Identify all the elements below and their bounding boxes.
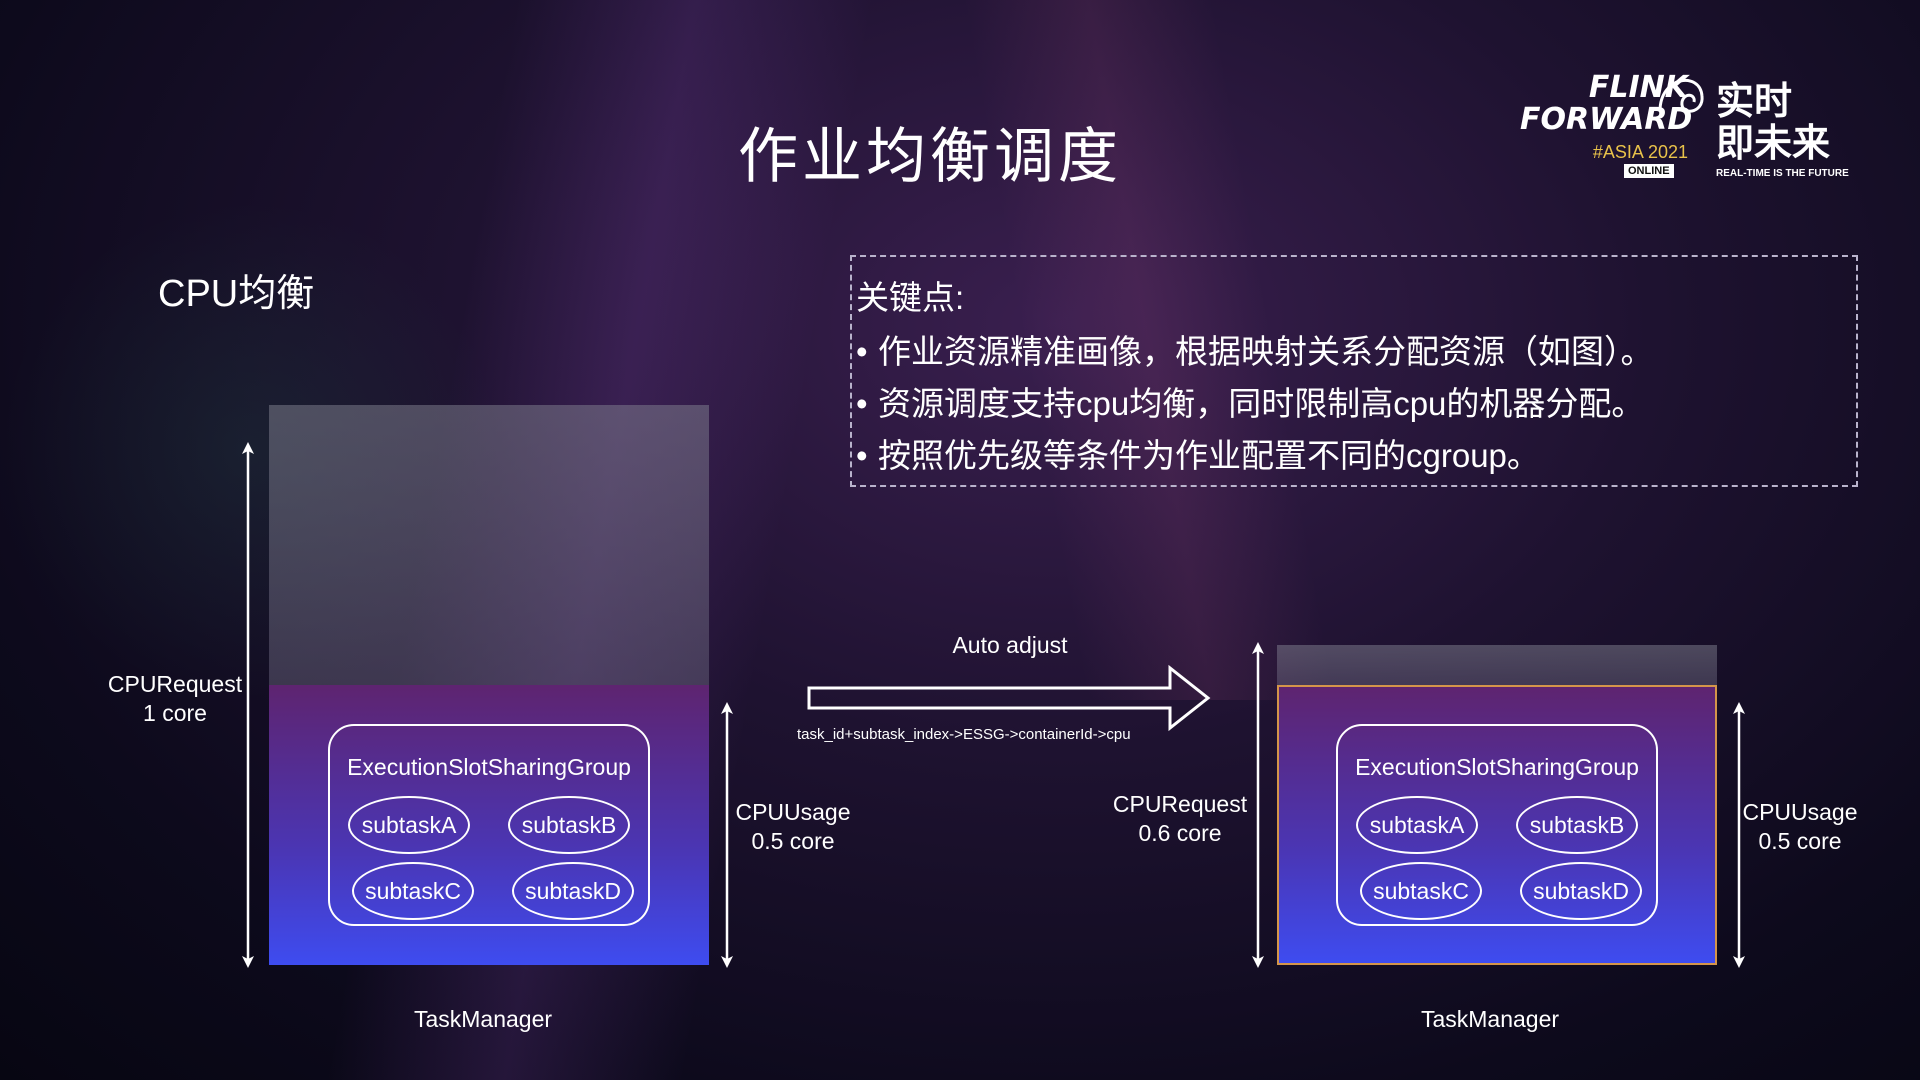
cpu-request-area	[269, 405, 709, 685]
key-point-item: •资源调度支持cpu均衡，同时限制高cpu的机器分配。	[856, 385, 1645, 422]
key-point-text: 资源调度支持cpu均衡，同时限制高cpu的机器分配。	[878, 385, 1645, 422]
cpu-usage-caption: CPUUsage 0.5 core	[1730, 798, 1870, 856]
logo-slogan: REAL-TIME IS THE FUTURE	[1716, 168, 1849, 179]
key-point-item: •按照优先级等条件为作业配置不同的cgroup。	[856, 437, 1540, 474]
auto-adjust-arrow	[807, 664, 1211, 732]
group-label: ExecutionSlotSharingGroup	[347, 754, 631, 780]
key-point-item: •作业资源精准画像，根据映射关系分配资源（如图）。	[856, 333, 1654, 370]
subtask-c: subtaskC	[1360, 862, 1482, 920]
key-point-text: 按照优先级等条件为作业配置不同的cgroup。	[878, 437, 1540, 474]
subtask-b: subtaskB	[1516, 796, 1638, 854]
squirrel-swirl-icon	[1658, 79, 1704, 113]
mapping-caption: task_id+subtask_index->ESSG->containerId…	[797, 726, 1131, 743]
taskmanager-label: TaskManager	[413, 1006, 553, 1032]
section-subtitle: CPU均衡	[158, 273, 315, 315]
key-point-text: 作业资源精准画像，根据映射关系分配资源（如图）。	[878, 333, 1654, 370]
taskmanager-label: TaskManager	[1420, 1006, 1560, 1032]
logo-line1: FLINK	[1588, 70, 1688, 105]
cpu-usage-value: 0.5 core	[751, 828, 835, 854]
logo-text-en: FLINK FORWARD	[1520, 70, 1693, 137]
cpu-request-value: 1 core	[143, 700, 207, 726]
subtask-c: subtaskC	[352, 862, 474, 920]
cpu-usage-label: CPUUsage	[735, 799, 851, 825]
execution-slot-sharing-group: ExecutionSlotSharingGroup subtaskA subta…	[328, 724, 650, 926]
logo-online-badge: ONLINE	[1624, 164, 1674, 178]
cpu-usage-label: CPUUsage	[1742, 799, 1858, 825]
cpu-usage-caption: CPUUsage 0.5 core	[723, 798, 863, 856]
subtask-a: subtaskA	[1356, 796, 1478, 854]
logo-cn-line2: 即未来	[1716, 121, 1831, 165]
key-points-heading: 关键点:	[856, 279, 965, 316]
group-label: ExecutionSlotSharingGroup	[1355, 754, 1639, 780]
execution-slot-sharing-group: ExecutionSlotSharingGroup subtaskA subta…	[1336, 724, 1658, 926]
subtask-b: subtaskB	[508, 796, 630, 854]
cpu-request-label: CPURequest	[1112, 791, 1248, 817]
subtask-d: subtaskD	[1520, 862, 1642, 920]
subtask-a: subtaskA	[348, 796, 470, 854]
cpu-request-label: CPURequest	[107, 671, 243, 697]
key-points-box: 关键点: •作业资源精准画像，根据映射关系分配资源（如图）。 •资源调度支持cp…	[850, 255, 1858, 487]
logo-text-cn: 实时 即未来	[1716, 80, 1836, 164]
flink-forward-logo: FLINK FORWARD #ASIA 2021 ONLINE 实时 即未来 R…	[1520, 72, 1850, 192]
cpu-request-caption: CPURequest 0.6 core	[1100, 790, 1260, 848]
slide-title: 作业均衡调度	[738, 122, 1122, 192]
logo-cn-line1: 实时	[1716, 79, 1793, 123]
cpu-request-value: 0.6 core	[1138, 820, 1222, 846]
auto-adjust-label: Auto adjust	[952, 632, 1068, 658]
logo-tag: #ASIA 2021	[1592, 142, 1688, 162]
subtask-d: subtaskD	[512, 862, 634, 920]
cpu-request-area	[1277, 645, 1717, 685]
logo-line2: FORWARD	[1520, 102, 1693, 137]
cpu-request-caption: CPURequest 1 core	[100, 670, 250, 728]
cpu-usage-value: 0.5 core	[1758, 828, 1842, 854]
